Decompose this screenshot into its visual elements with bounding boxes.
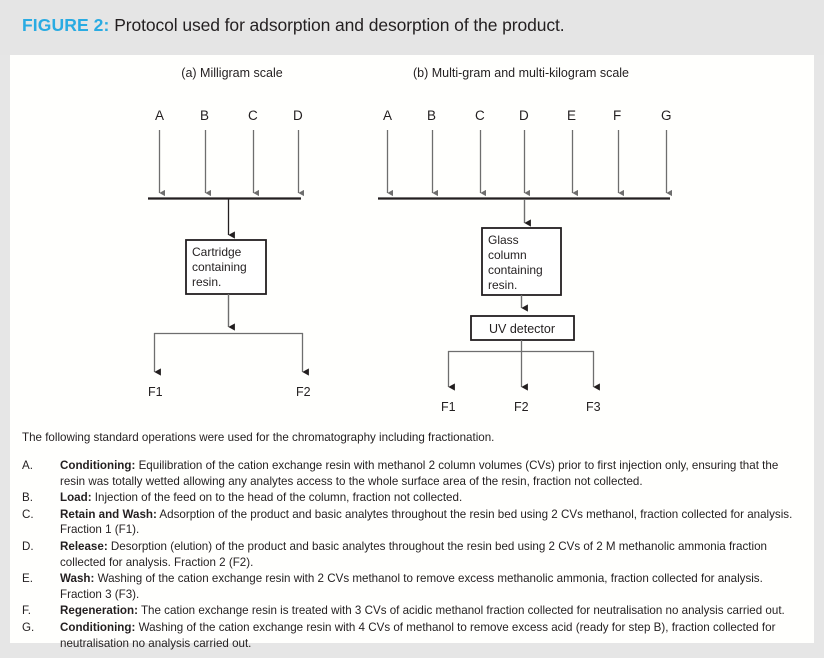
diagram-a-inlet-label-C: C	[248, 108, 258, 123]
diagram-a-vessel-label: Cartridge containing resin.	[192, 245, 250, 289]
intro-line: The following standard operations were u…	[22, 431, 495, 444]
diagram-b-group: (b) Multi-gram and multi-kilogram scale …	[378, 66, 673, 414]
op-body: Washing of the cation exchange resin wit…	[60, 621, 776, 650]
op-letter: C.	[22, 508, 34, 522]
op-letter: F.	[22, 604, 32, 618]
diagram-b-inlet-label-F: F	[613, 108, 621, 123]
list-item: C. Retain and Wash: Adsorption of the pro…	[22, 507, 804, 538]
op-term: Load:	[60, 491, 92, 505]
figure-header-text: FIGURE 2: Protocol used for adsorption a…	[22, 15, 565, 36]
list-item: E. Wash: Washing of the cation exchange r…	[22, 571, 804, 602]
figure-caption-text: Protocol used for adsorption and desorpt…	[109, 15, 565, 35]
diagram-a-vessel-box	[185, 239, 267, 295]
list-item: F. Regeneration: The cation exchange resi…	[22, 603, 804, 618]
diagram-b-outlet-label-F3: F3	[586, 400, 601, 414]
diagram-b-detector-box	[470, 315, 575, 341]
diagram-b-vessel-box	[481, 227, 562, 296]
diagram-a-inlet-label-B: B	[200, 108, 209, 123]
op-letter: G.	[22, 621, 35, 635]
diagram-a-group: (a) Milligram scale A B C D	[148, 66, 311, 399]
op-letter: D.	[22, 540, 34, 554]
diagram-b-detector-label: UV detector	[489, 322, 555, 336]
diagram-b-vessel-label: Glass column containing resin.	[488, 233, 546, 292]
op-term: Regeneration:	[60, 604, 138, 618]
list-item: D. Release: Desorption (elution) of the p…	[22, 539, 804, 570]
diagram-a-outlet-label-F1: F1	[148, 385, 163, 399]
diagram-a-outlet-label-F2: F2	[296, 385, 311, 399]
op-letter: A.	[22, 459, 33, 473]
diagram-b-inlet-label-G: G	[661, 108, 672, 123]
op-term: Conditioning:	[60, 621, 136, 635]
op-term: Wash:	[60, 572, 95, 586]
op-term: Retain and Wash:	[60, 508, 157, 522]
diagram-b-outlet-label-F1: F1	[441, 400, 456, 414]
diagram-a-inlet-label-D: D	[293, 108, 303, 123]
op-letter: E.	[22, 572, 33, 586]
op-letter: B.	[22, 491, 33, 505]
figure-number-label: FIGURE 2:	[22, 15, 110, 35]
list-item: G. Conditioning: Washing of the cation ex…	[22, 620, 804, 651]
op-body: The cation exchange resin is treated wit…	[137, 604, 785, 618]
protocol-diagram: (a) Milligram scale A B C D	[10, 55, 814, 427]
op-body: Injection of the feed on to the head of …	[91, 491, 463, 505]
diagram-b-inlet-label-D: D	[519, 108, 529, 123]
protocol-text-block: The following standard operations were u…	[22, 430, 804, 652]
diagram-b-title: (b) Multi-gram and multi-kilogram scale	[413, 66, 629, 80]
op-body: Adsorption of the product and basic anal…	[60, 508, 793, 537]
list-item: B. Load: Injection of the feed on to the …	[22, 490, 804, 505]
op-term: Conditioning:	[60, 459, 136, 473]
op-body: Equilibration of the cation exchange res…	[60, 459, 779, 488]
figure-header: FIGURE 2: Protocol used for adsorption a…	[0, 0, 824, 55]
diagram-a-title: (a) Milligram scale	[181, 66, 282, 80]
operations-list: A. Conditioning: Equilibration of the cat…	[22, 458, 804, 651]
diagram-b-inlet-label-A: A	[383, 108, 392, 123]
diagram-b-outlet-label-F2: F2	[514, 400, 529, 414]
figure-body: (a) Milligram scale A B C D	[10, 55, 814, 650]
list-item: A. Conditioning: Equilibration of the cat…	[22, 458, 804, 489]
diagram-a-inlet-label-A: A	[155, 108, 164, 123]
op-body: Desorption (elution) of the product and …	[60, 540, 767, 569]
op-body: Washing of the cation exchange resin wit…	[60, 572, 763, 601]
diagram-b-inlet-label-E: E	[567, 108, 576, 123]
diagram-b-inlet-label-C: C	[475, 108, 485, 123]
op-term: Release:	[60, 540, 108, 554]
diagram-b-inlet-label-B: B	[427, 108, 436, 123]
